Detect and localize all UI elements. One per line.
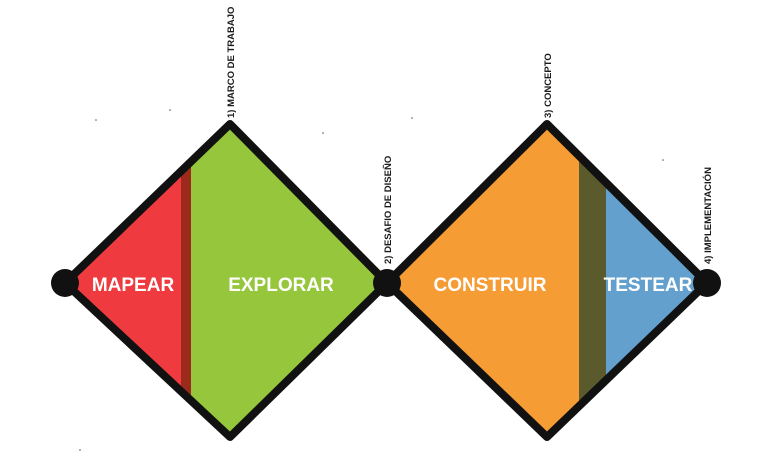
background-specks bbox=[79, 109, 664, 451]
phase-label-mapear: MAPEAR bbox=[92, 275, 175, 296]
phase-label-construir: CONSTRUIR bbox=[434, 275, 547, 296]
milestone-label-concepto: 3) CONCEPTO bbox=[543, 53, 554, 118]
phase-label-explorar: EXPLORAR bbox=[228, 275, 334, 296]
milestone-label-marco: 1) MARCO DE TRABAJO bbox=[226, 7, 237, 118]
milestone-label-implementacion: 4) IMPLEMENTACIÓN bbox=[702, 167, 714, 264]
middle-node bbox=[373, 269, 401, 297]
phase-label-testear: TESTEAR bbox=[604, 275, 693, 296]
milestone-label-desafio: 2) DESAFIO DE DISEÑO bbox=[383, 156, 394, 264]
end-node bbox=[693, 269, 721, 297]
start-node bbox=[51, 269, 79, 297]
mapear-edge-band bbox=[181, 124, 191, 437]
